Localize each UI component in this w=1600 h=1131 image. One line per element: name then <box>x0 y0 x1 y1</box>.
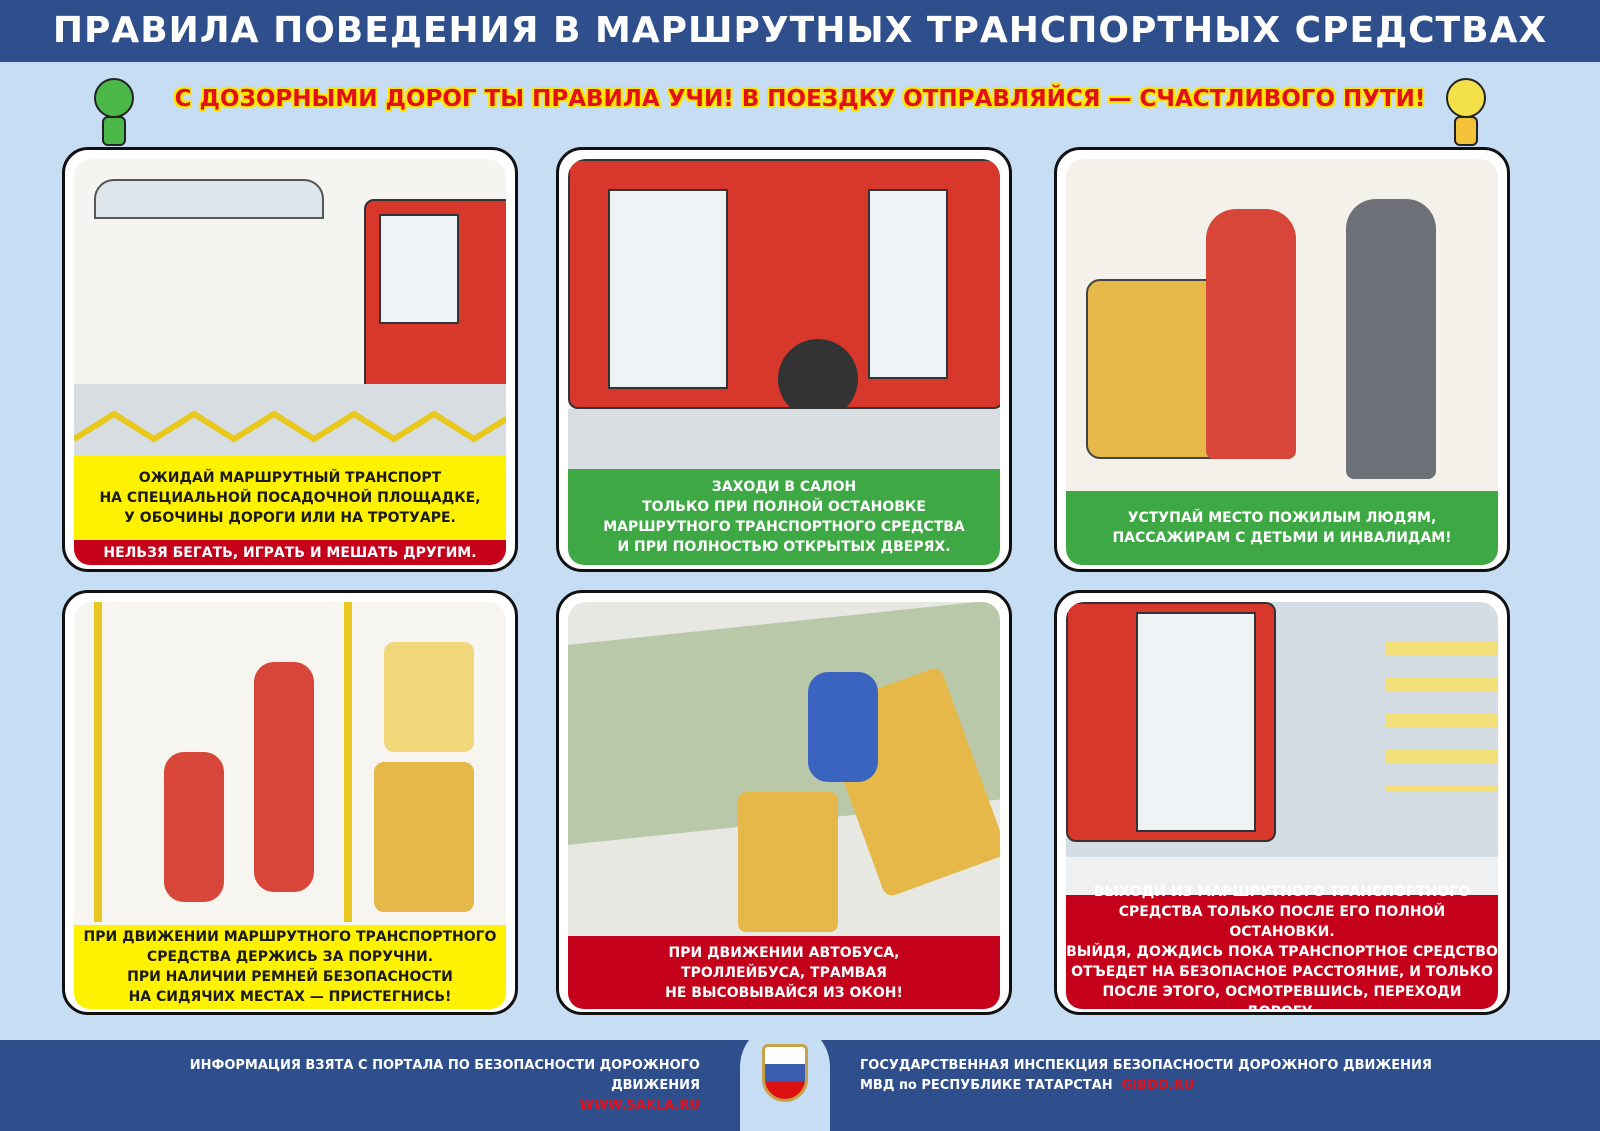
footer-source: ИНФОРМАЦИЯ ВЗЯТА С ПОРТАЛА ПО БЕЗОПАСНОС… <box>189 1058 700 1093</box>
caption-line: МАРШРУТНОГО ТРАНСПОРТНОГО СРЕДСТВА <box>603 519 965 535</box>
gibdd-emblem-icon <box>740 1022 830 1131</box>
bus-stop-illustration <box>74 159 506 560</box>
caption-line: УСТУПАЙ МЕСТО ПОЖИЛЫМ ЛЮДЯМ, <box>1127 510 1437 526</box>
caption-line: НЕ ВЫСОВЫВАЙСЯ ИЗ ОКОН! <box>665 984 903 1001</box>
panel-exit-bus: ВЫХОДИ ИЗ МАРШРУТНОГО ТРАНСПОРТНОГО СРЕД… <box>1054 590 1510 1015</box>
caption-line: ОТЪЕДЕТ НА БЕЗОПАСНОЕ РАССТОЯНИЕ, И ТОЛЬ… <box>1071 964 1493 980</box>
panel-caption: ПРИ ДВИЖЕНИИ МАРШРУТНОГО ТРАНСПОРТНОГО С… <box>74 925 506 1009</box>
caption-line: ПРИ ДВИЖЕНИИ МАРШРУТНОГО ТРАНСПОРТНОГО <box>83 929 497 945</box>
caption-line: И ПРИ ПОЛНОСТЬЮ ОТКРЫТЫХ ДВЕРЯХ. <box>617 539 951 555</box>
caption-line: ОЖИДАЙ МАРШРУТНЫЙ ТРАНСПОРТ <box>138 470 442 486</box>
caption-line: ПРИ ДВИЖЕНИИ АВТОБУСА, <box>668 944 900 961</box>
caption-line: ТОЛЬКО ПРИ ПОЛНОЙ ОСТАНОВКЕ <box>642 499 926 515</box>
panel-enter-bus: ЗАХОДИ В САЛОН ТОЛЬКО ПРИ ПОЛНОЙ ОСТАНОВ… <box>556 147 1012 572</box>
gibdd-link[interactable]: GIBDD.RU <box>1121 1078 1195 1093</box>
sakla-link[interactable]: WWW.SAKLA.RU <box>579 1098 701 1113</box>
caption-line: ЗАХОДИ В САЛОН <box>711 479 857 495</box>
footer-agency: ГОСУДАРСТВЕННАЯ ИНСПЕКЦИЯ БЕЗОПАСНОСТИ Д… <box>860 1058 1432 1073</box>
panel-give-up-seat: УСТУПАЙ МЕСТО ПОЖИЛЫМ ЛЮДЯМ, ПАССАЖИРАМ … <box>1054 147 1510 572</box>
poster-title: ПРАВИЛА ПОВЕДЕНИЯ В МАРШРУТНЫХ ТРАНСПОРТ… <box>0 0 1600 62</box>
panel-caption: ЗАХОДИ В САЛОН ТОЛЬКО ПРИ ПОЛНОЙ ОСТАНОВ… <box>568 469 1000 565</box>
footer-ministry: МВД по РЕСПУБЛИКЕ ТАТАРСТАН <box>860 1078 1113 1093</box>
caption-line: ТРОЛЛЕЙБУСА, ТРАМВАЯ <box>681 964 887 981</box>
caption-line: ПРИ НАЛИЧИИ РЕМНЕЙ БЕЗОПАСНОСТИ <box>127 969 453 985</box>
warning-caption: НЕЛЬЗЯ БЕГАТЬ, ИГРАТЬ И МЕШАТЬ ДРУГИМ. <box>74 540 506 565</box>
caption-line: ПАССАЖИРАМ С ДЕТЬМИ И ИНВАЛИДАМ! <box>1112 530 1452 546</box>
green-mascot-icon <box>88 78 140 180</box>
caption-line: ВЫЙДЯ, ДОЖДИСЬ ПОКА ТРАНСПОРТНОЕ СРЕДСТВ… <box>1066 944 1498 960</box>
panel-caption: ОЖИДАЙ МАРШРУТНЫЙ ТРАНСПОРТ НА СПЕЦИАЛЬН… <box>74 456 506 540</box>
panel-caption: ПРИ ДВИЖЕНИИ АВТОБУСА, ТРОЛЛЕЙБУСА, ТРАМ… <box>568 936 1000 1009</box>
yellow-mascot-icon <box>1440 78 1492 148</box>
caption-line: НА СИДЯЧИХ МЕСТАХ — ПРИСТЕГНИСЬ! <box>128 989 452 1005</box>
panel-hold-handrails: ПРИ ДВИЖЕНИИ МАРШРУТНОГО ТРАНСПОРТНОГО С… <box>62 590 518 1015</box>
caption-line: ПОСЛЕ ЭТОГО, ОСМОТРЕВШИСЬ, ПЕРЕХОДИ ДОРО… <box>1102 984 1462 1015</box>
caption-line: СРЕДСТВА ТОЛЬКО ПОСЛЕ ЕГО ПОЛНОЙ ОСТАНОВ… <box>1118 904 1446 940</box>
panel-caption: ВЫХОДИ ИЗ МАРШРУТНОГО ТРАНСПОРТНОГО СРЕД… <box>1066 884 1498 1012</box>
caption-line: СРЕДСТВА ДЕРЖИСЬ ЗА ПОРУЧНИ. <box>146 949 434 965</box>
poster-subtitle: С ДОЗОРНЫМИ ДОРОГ ТЫ ПРАВИЛА УЧИ! В ПОЕЗ… <box>174 86 1426 112</box>
caption-line: У ОБОЧИНЫ ДОРОГИ ИЛИ НА ТРОТУАРЕ. <box>124 510 456 526</box>
panel-wait-at-stop: ОЖИДАЙ МАРШРУТНЫЙ ТРАНСПОРТ НА СПЕЦИАЛЬН… <box>62 147 518 572</box>
panel-caption: УСТУПАЙ МЕСТО ПОЖИЛЫМ ЛЮДЯМ, ПАССАЖИРАМ … <box>1066 491 1498 565</box>
panel-no-leaning-out: ПРИ ДВИЖЕНИИ АВТОБУСА, ТРОЛЛЕЙБУСА, ТРАМ… <box>556 590 1012 1015</box>
caption-line: НА СПЕЦИАЛЬНОЙ ПОСАДОЧНОЙ ПЛОЩАДКЕ, <box>99 490 481 506</box>
caption-line: ВЫХОДИ ИЗ МАРШРУТНОГО ТРАНСПОРТНОГО <box>1093 884 1471 900</box>
